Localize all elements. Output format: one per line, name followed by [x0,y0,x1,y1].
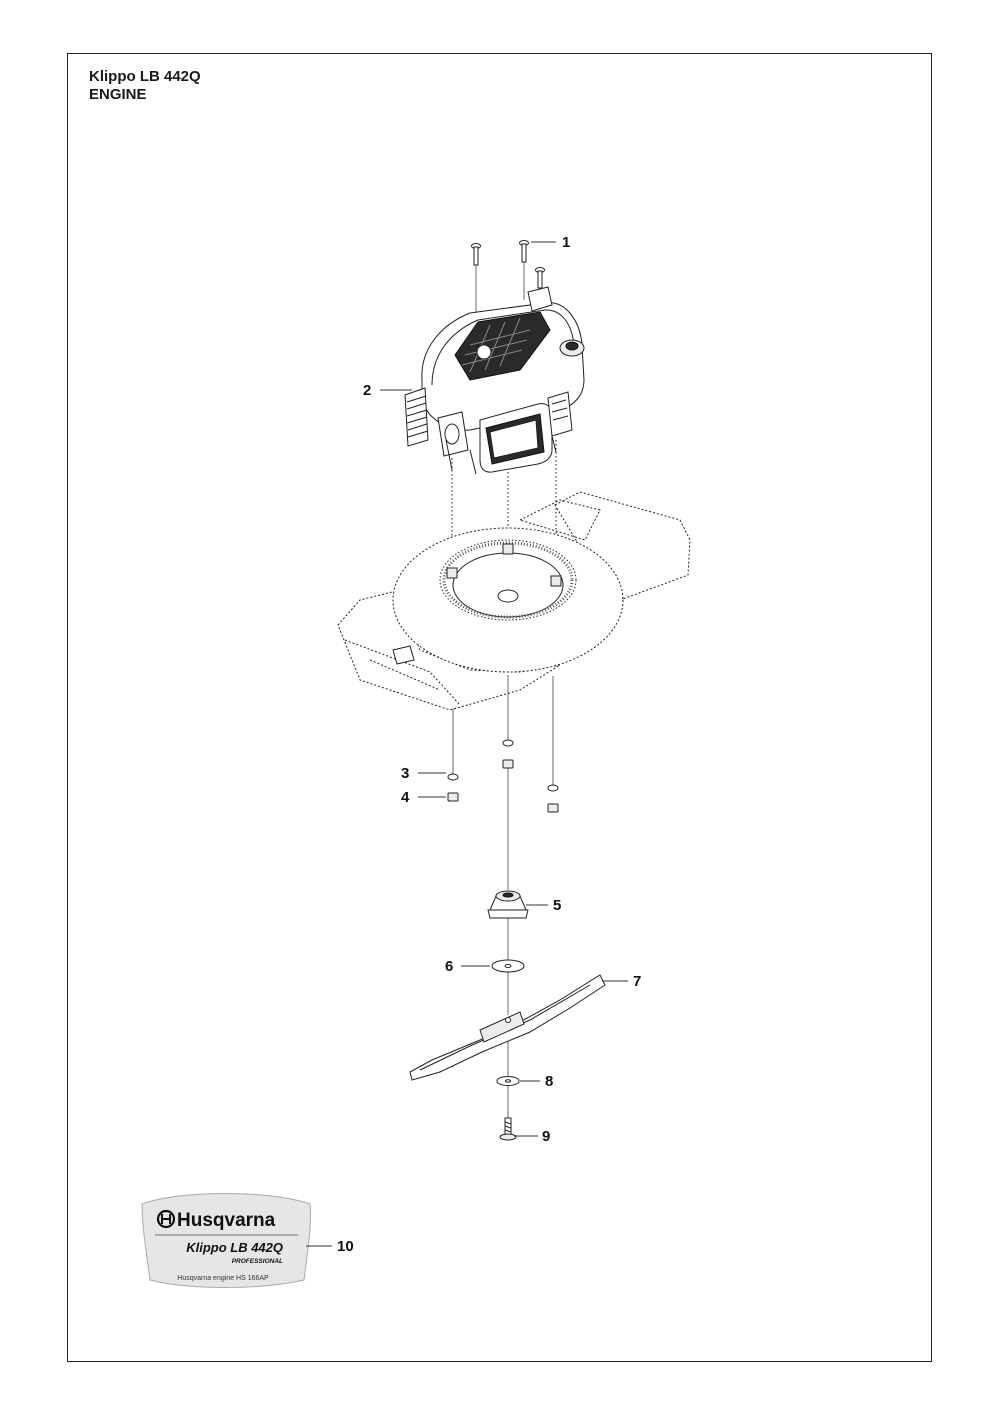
callout-1: 1 [562,234,570,251]
part-5-blade-hub [487,890,529,919]
leader-lines [306,241,628,1247]
bolt-left [471,243,481,318]
part-4-nuts [447,759,559,813]
part-1-bolts [471,240,545,318]
decal-engine-note: Husqvarna engine HS 166AP [177,1275,269,1282]
part-6-washer [491,959,525,973]
callout-9: 9 [542,1128,550,1145]
lower-guides [452,675,554,1118]
mower-deck [337,491,691,711]
part-9-blade-bolt [499,1117,517,1141]
callout-3: 3 [401,765,409,782]
callout-7: 7 [633,973,641,990]
decal-model: Klippo LB 442Q [186,1240,283,1255]
part-3-washers [447,739,559,792]
model-title: Klippo LB 442Q [89,68,201,85]
husqvarna-logo-icon: Husqvarna [156,1209,276,1231]
part-10-decal: Husqvarna Klippo LB 442Q PROFESSIONAL Hu… [141,1193,312,1288]
decal-tier: PROFESSIONAL [232,1258,283,1265]
callout-numbers: 1 2 3 4 5 6 7 8 9 10 [337,234,641,1255]
callout-8: 8 [545,1073,553,1090]
engine-mount-guides [451,440,557,578]
decal-brand: Husqvarna [177,1210,276,1231]
callout-4: 4 [401,789,410,806]
callout-10: 10 [337,1238,354,1255]
part-8-washer [496,1076,520,1086]
part-2-engine [404,286,585,475]
page-frame [67,53,932,1362]
callout-6: 6 [445,958,453,975]
bolt-middle [519,240,529,300]
part-7-blade [409,974,606,1081]
callout-2: 2 [363,382,371,399]
callout-5: 5 [553,897,561,914]
section-title: ENGINE [89,86,147,103]
